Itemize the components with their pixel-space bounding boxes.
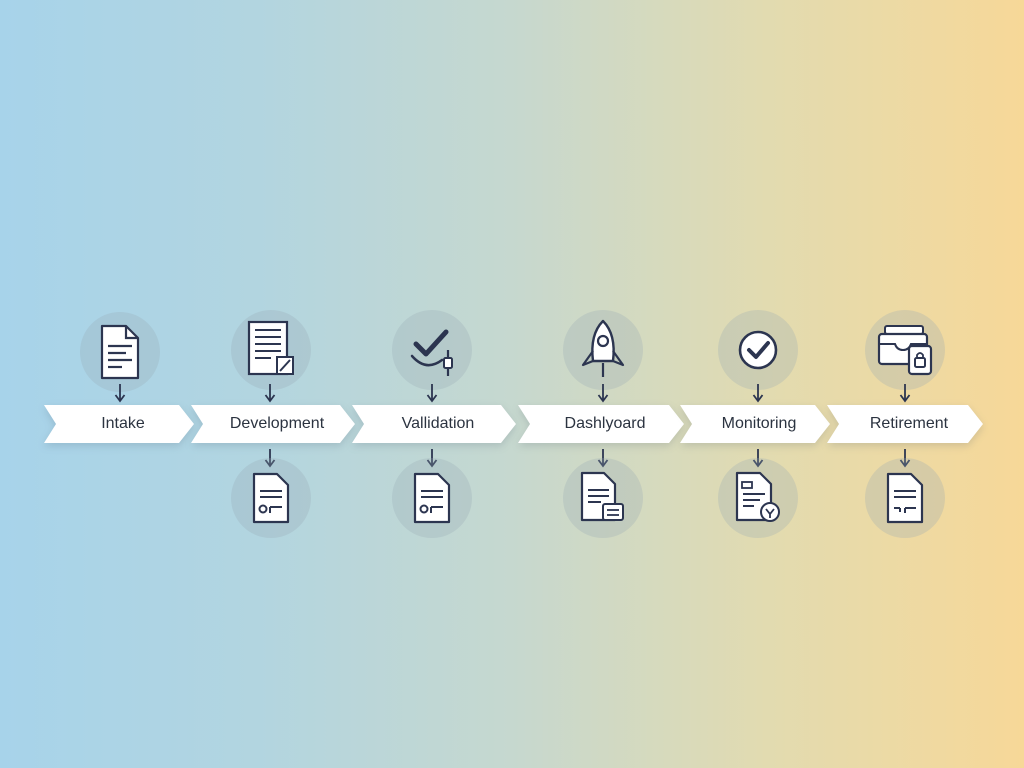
archive-lock-icon: [865, 310, 945, 390]
document-form-icon: [392, 458, 472, 538]
stage-dashlyoard: Dashlyoard: [518, 405, 684, 443]
document-form-icon: [231, 458, 311, 538]
arrow-down-icon: [426, 449, 438, 468]
stage-label: Intake: [101, 415, 145, 432]
arrow-down-icon: [899, 449, 911, 468]
stage-label: Monitoring: [721, 415, 797, 432]
arrow-down-icon: [597, 384, 609, 403]
stage-intake: Intake: [44, 405, 194, 443]
arrow-down-icon: [597, 449, 609, 468]
arrow-down-icon: [752, 449, 764, 468]
stage-development: Development: [191, 405, 355, 443]
stage-label: Development: [229, 415, 325, 432]
stage-label: Vallidation: [401, 415, 475, 432]
arrow-down-icon: [264, 384, 276, 403]
arrow-down-icon: [752, 384, 764, 403]
document-form-icon: [865, 458, 945, 538]
document-list-icon: [80, 312, 160, 392]
stage-monitoring: Monitoring: [680, 405, 830, 443]
checkmark-gauge-icon: [392, 310, 472, 390]
check-circle-icon: [718, 310, 798, 390]
arrow-down-icon: [426, 384, 438, 403]
stage-label: Dashlyoard: [564, 415, 646, 432]
stage-vallidation: Vallidation: [352, 405, 516, 443]
arrow-down-icon: [114, 384, 126, 403]
stage-label: Retirement: [869, 415, 949, 432]
document-edit-icon: [231, 310, 311, 390]
stage-retirement: Retirement: [827, 405, 983, 443]
document-report-icon: [563, 458, 643, 538]
arrow-down-icon: [899, 384, 911, 403]
document-review-icon: [718, 458, 798, 538]
rocket-icon: [563, 310, 643, 390]
arrow-down-icon: [264, 449, 276, 468]
